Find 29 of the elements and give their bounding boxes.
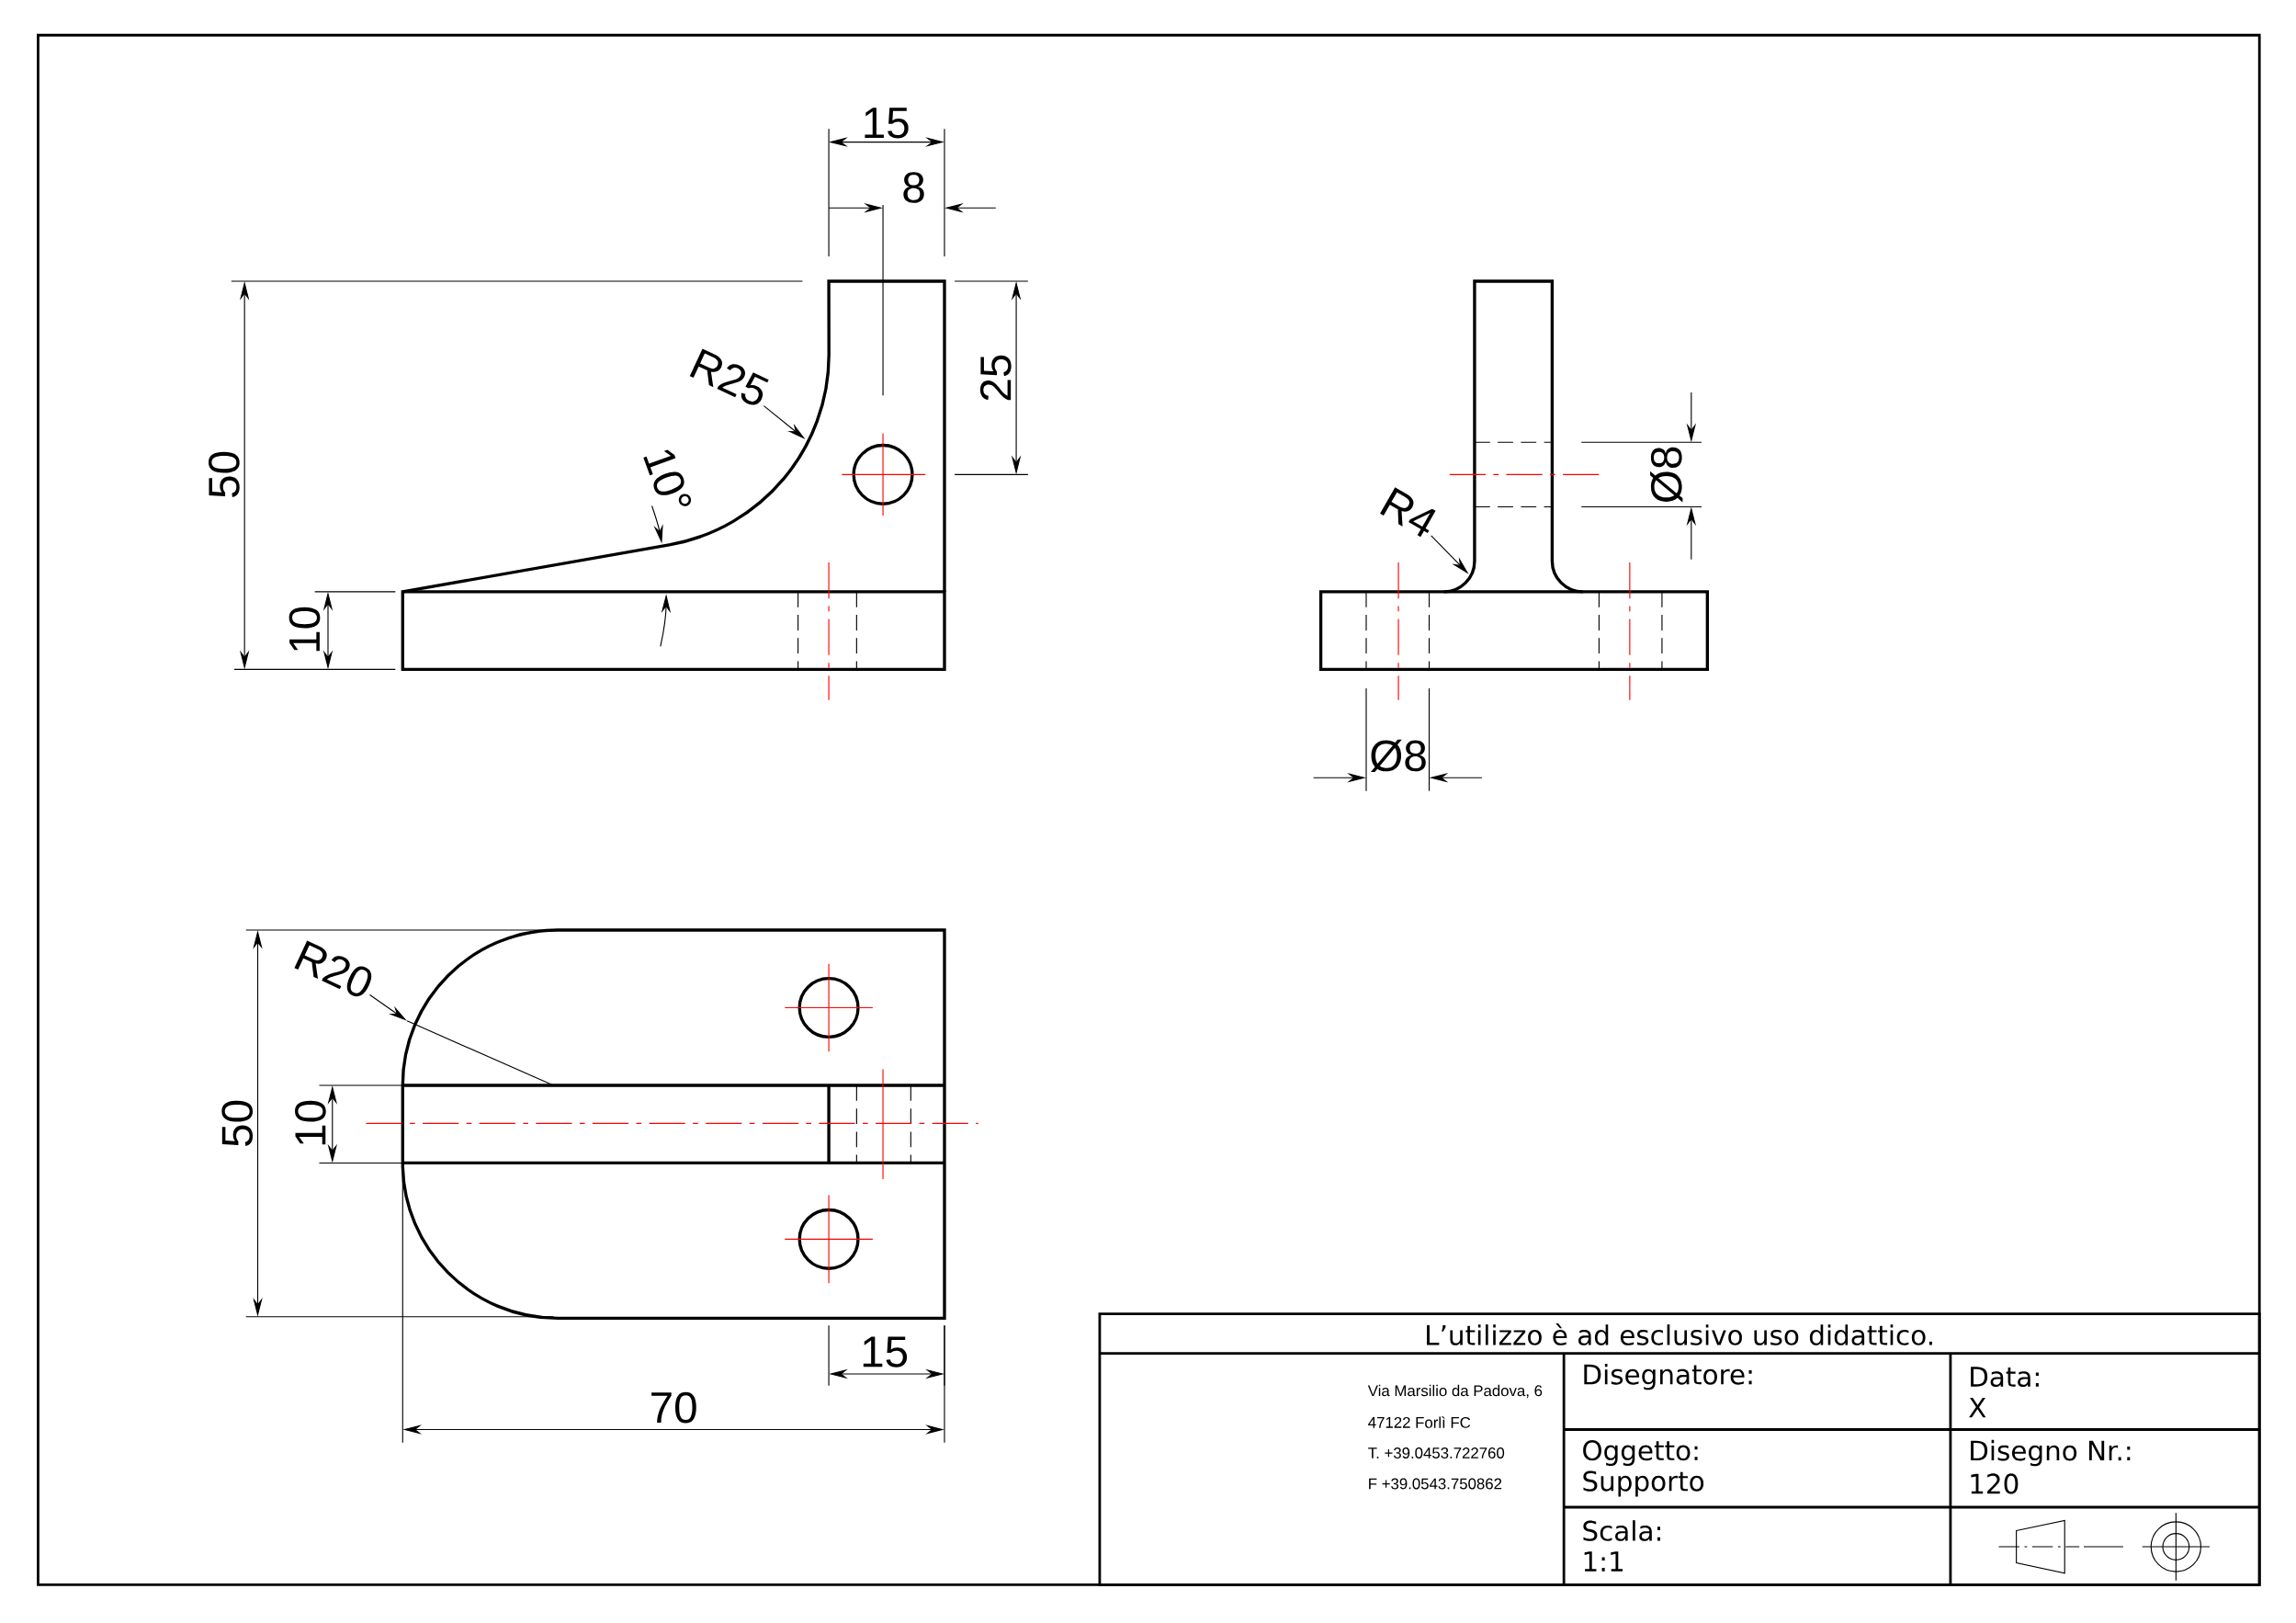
field-value: X [1969,1397,1986,1418]
field-label: Scala: [1583,1520,1660,1541]
dimension-text: 50 [209,451,240,497]
dimension-text: R4 [1380,487,1436,538]
field-value: Supporto [1583,1470,1704,1497]
dimension-text: 70 [651,1391,696,1424]
dimension-text: 15 [865,108,909,139]
dimension-text: 10° [643,449,692,506]
dimension-text: Ø8 [1370,739,1426,773]
dimension-text: 10 [288,607,321,652]
dimension-text: Ø8 [1650,447,1683,503]
dimension-text: R20 [294,940,372,997]
dimension-text: 8 [903,172,924,203]
field-label: Disegno Nr.: [1971,1439,2131,1467]
address-text: F +39.0543.750862 [1369,1478,1502,1490]
dimension-text: 10 [295,1100,326,1145]
address-text: 47122 Forlì FC [1368,1416,1471,1428]
dimension-text: 50 [221,1100,254,1147]
field-label: Data: [1971,1367,2039,1388]
notice-text: L’utilizzo è ad esclusivo uso didattico. [1427,1323,1932,1345]
field-value: 120 [1971,1473,2019,1494]
address-text: Via Marsilio da Padova, 6 [1367,1384,1543,1399]
dimension-text: 15 [863,1336,908,1368]
field-value: 1:1 [1584,1551,1623,1572]
field-label: Oggetto: [1583,1440,1698,1466]
dimension-text: R25 [689,348,769,405]
dimension-text: 25 [979,355,1012,401]
field-label: Disegnatore: [1584,1364,1752,1390]
address-text: T. +39.0453.722760 [1368,1447,1505,1458]
